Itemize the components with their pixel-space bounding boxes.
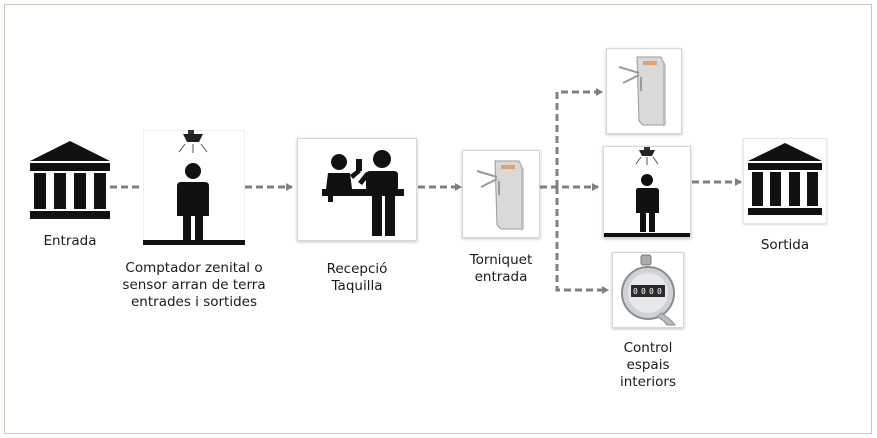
torniquet-label: Torniquet entrada — [451, 252, 551, 286]
torniquet-label-line-1: Torniquet — [469, 252, 533, 268]
recepcio-card — [297, 138, 417, 241]
recepcio-label: Recepció Taquilla — [297, 261, 417, 295]
museum-building-icon — [748, 143, 822, 215]
turnstile-icon — [618, 56, 666, 127]
svg-text:0: 0 — [649, 287, 654, 296]
torniquet-card — [462, 150, 540, 238]
svg-text:0: 0 — [641, 287, 646, 296]
control-label-line-3: interiors — [619, 374, 677, 390]
comptador-card — [143, 130, 245, 245]
sortida-card — [743, 138, 827, 224]
control-label-line-1: Control — [623, 340, 673, 356]
comptador-label: Comptador zenital o sensor arran de terr… — [104, 260, 284, 311]
entrada-label: Entrada — [43, 233, 97, 249]
comptador-label-line-3: entrades i sortides — [130, 294, 257, 310]
comptador-label-line-2: sensor arran de terra — [122, 277, 266, 293]
control-label: Control espais interiors — [598, 340, 698, 391]
comptador-label-line-1: Comptador zenital o — [125, 260, 263, 276]
sensor-interior-card — [603, 146, 691, 238]
recepcio-label-line-2: Taquilla — [331, 278, 383, 294]
svg-text:0: 0 — [657, 287, 662, 296]
recepcio-label-line-1: Recepció — [326, 261, 388, 277]
turnstile-icon — [476, 160, 524, 231]
overhead-sensor-person-icon — [604, 147, 690, 237]
arrow-branch-up — [555, 88, 603, 187]
sortida-label: Sortida — [760, 237, 810, 253]
reception-desk-icon — [322, 150, 404, 236]
svg-text:0: 0 — [633, 287, 638, 296]
control-label-line-2: espais — [626, 357, 670, 373]
entrada-building-icon — [30, 141, 110, 227]
turnstile-interior-card — [606, 48, 682, 134]
torniquet-label-line-2: entrada — [474, 269, 528, 285]
arrow-branch-down — [555, 187, 609, 294]
overhead-sensor-person-icon — [143, 130, 245, 245]
